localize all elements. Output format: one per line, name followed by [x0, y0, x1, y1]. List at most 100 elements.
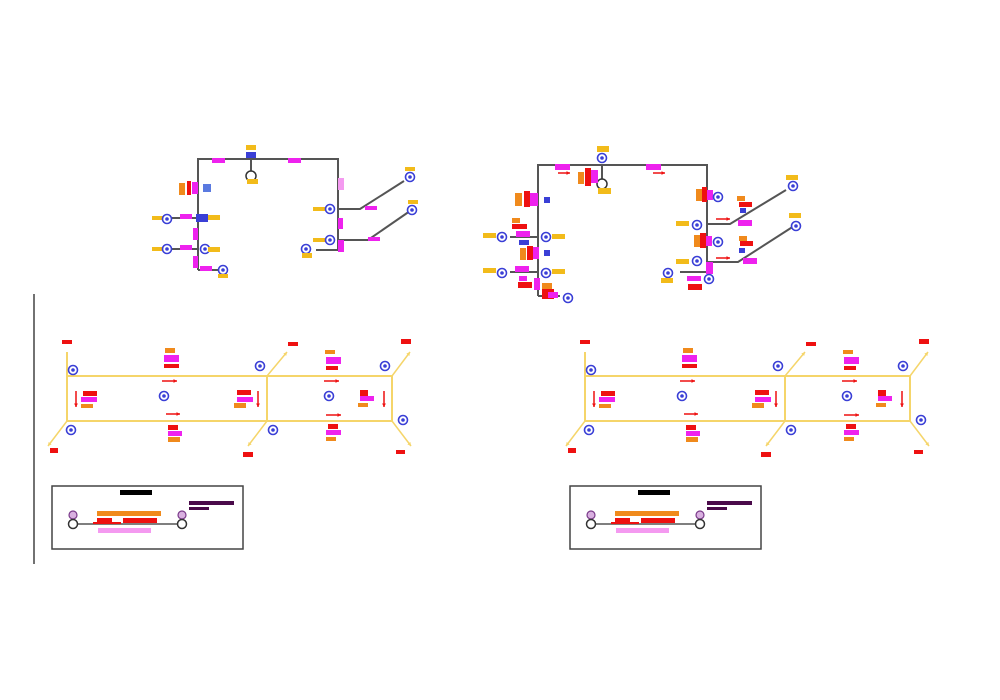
node-center — [383, 364, 387, 368]
node-center — [221, 268, 225, 272]
legend-frame — [51, 485, 244, 550]
pipe-network-right — [483, 146, 802, 304]
label-block — [686, 437, 698, 442]
label-block — [706, 236, 712, 246]
node-center — [69, 428, 73, 432]
label-block — [843, 350, 853, 354]
node-center — [410, 208, 414, 212]
label-block — [739, 236, 747, 241]
arrow-head — [566, 442, 570, 446]
arrow-head — [774, 403, 778, 407]
label-block — [846, 424, 856, 429]
label-block — [580, 340, 590, 344]
legend-flow-marker — [611, 522, 639, 524]
node-center — [401, 418, 405, 422]
label-block — [326, 366, 338, 370]
label-block — [844, 430, 859, 435]
arrow-head — [694, 412, 698, 416]
label-block — [740, 241, 753, 246]
label-block — [338, 218, 343, 229]
pipe-line — [338, 180, 405, 210]
label-block — [520, 248, 526, 260]
label-block — [179, 183, 185, 195]
label-block — [682, 355, 697, 362]
label-block — [97, 518, 112, 522]
label-block — [98, 528, 151, 533]
flow-arrow — [909, 351, 929, 377]
arrow-head — [176, 412, 180, 416]
label-block — [755, 390, 769, 395]
label-block — [806, 342, 816, 346]
node-center — [716, 240, 720, 244]
label-block — [516, 231, 530, 237]
label-block — [599, 404, 611, 408]
legend-node — [68, 510, 78, 520]
node-center — [776, 364, 780, 368]
arrow-head — [48, 442, 52, 446]
valve-block — [196, 214, 208, 222]
node-center — [566, 296, 570, 300]
label-block — [302, 253, 312, 258]
label-block — [743, 258, 757, 264]
label-block — [686, 425, 696, 430]
label-block — [548, 292, 558, 298]
label-block — [919, 339, 929, 344]
label-block — [676, 259, 689, 264]
label-block — [97, 511, 161, 516]
valve-icon — [596, 178, 608, 190]
arrow-head — [855, 413, 859, 417]
node-center — [271, 428, 275, 432]
label-block — [208, 247, 220, 252]
label-block — [646, 164, 661, 170]
label-block — [683, 348, 693, 353]
arrow-head — [661, 171, 665, 175]
main-pipe — [197, 158, 339, 270]
label-block — [408, 200, 418, 204]
label-block — [193, 228, 198, 240]
arrow-head — [726, 217, 730, 221]
duct-loop — [66, 375, 393, 422]
label-block — [552, 269, 565, 274]
node-center — [707, 277, 711, 281]
label-block — [524, 191, 530, 207]
node-center — [600, 156, 604, 160]
label-block — [878, 390, 886, 396]
pipe-network-left — [152, 145, 418, 278]
node-center — [695, 259, 699, 263]
label-block — [200, 266, 212, 271]
label-block — [165, 348, 175, 353]
label-block — [530, 193, 538, 206]
label-block — [168, 425, 178, 430]
node-center — [919, 418, 923, 422]
label-block — [405, 167, 415, 171]
node-center — [258, 364, 262, 368]
label-block — [360, 396, 374, 401]
label-block — [168, 431, 182, 436]
main-pipe — [537, 164, 708, 296]
label-block — [237, 390, 251, 395]
label-block — [326, 357, 341, 364]
label-block — [518, 282, 532, 288]
node-center — [165, 217, 169, 221]
label-block — [519, 276, 527, 281]
label-block — [512, 218, 520, 223]
arrow-head — [691, 379, 695, 383]
label-block — [83, 391, 97, 396]
label-block — [755, 397, 771, 402]
node-center — [789, 428, 793, 432]
label-block — [706, 262, 713, 274]
label-block — [288, 342, 298, 346]
legend-end-node — [585, 518, 597, 530]
label-block — [555, 164, 570, 170]
label-block — [707, 501, 752, 505]
label-block — [212, 158, 225, 163]
label-block — [208, 215, 220, 220]
pipe-line — [338, 210, 411, 241]
label-block — [527, 246, 533, 260]
label-block — [601, 391, 615, 396]
node-center — [500, 235, 504, 239]
node-center — [845, 394, 849, 398]
tag-box — [203, 184, 211, 192]
label-block — [844, 357, 859, 364]
arrow-head — [726, 256, 730, 260]
